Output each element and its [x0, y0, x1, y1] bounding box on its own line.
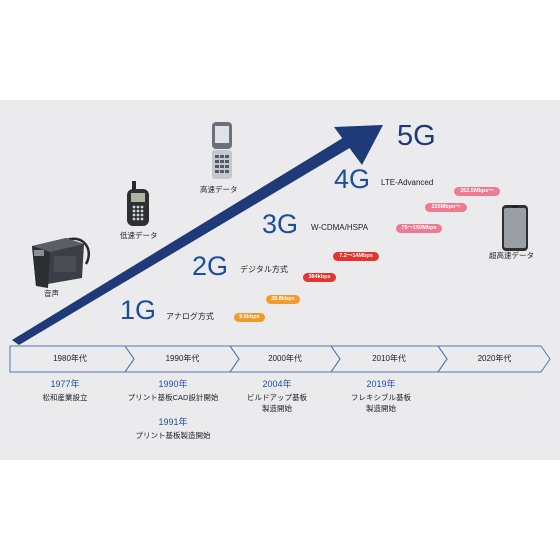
milestone-1990-year: 1990年 — [158, 379, 188, 389]
milestone-2019-year: 2019年 — [366, 379, 396, 389]
generation-3g-tech: W-CDMA/HSPA — [311, 223, 369, 232]
decade-1990: 1990年代 — [165, 354, 200, 363]
milestone-1991-year: 1991年 — [158, 417, 188, 427]
milestone-1977-year: 1977年 — [50, 379, 80, 389]
growth-arrow-shaft — [12, 136, 353, 345]
speed-pill-2g-low: 28.8kbps — [266, 295, 300, 304]
milestone-2004-year: 2004年 — [262, 379, 292, 389]
generation-2g-tech: デジタル方式 — [240, 265, 288, 274]
device-label-low-speed: 低速データ — [120, 231, 158, 240]
generation-3g: 3G — [262, 209, 299, 239]
growth-arrow-head — [334, 125, 383, 165]
shoulder-phone-icon — [32, 237, 91, 288]
device-label-voice: 音声 — [44, 289, 59, 298]
generation-5g: 5G — [397, 120, 436, 152]
speed-pill-1g: 9.6kbps — [234, 313, 265, 322]
feature-phone-icon — [127, 181, 149, 226]
generation-2g: 2G — [192, 251, 229, 281]
generation-4g: 4G — [334, 164, 371, 194]
decade-2000: 2000年代 — [268, 354, 302, 363]
flip-phone-icon — [212, 122, 232, 179]
speed-pill-3g-high: 75〜150Mbps — [396, 224, 442, 233]
speed-pill-2g-high: 384kbps — [303, 273, 336, 282]
decade-chevron-2020 — [437, 345, 551, 373]
generation-1g-tech: アナログ方式 — [166, 312, 214, 321]
speed-pill-4g-low: 225Mbps〜 — [425, 203, 467, 212]
speed-pill-3g-low: 7.2〜14Mbps — [333, 252, 379, 261]
decade-1980: 1980年代 — [53, 354, 87, 363]
milestone-1977-text: 松和産業設立 — [42, 393, 88, 402]
device-label-high-speed: 高速データ — [200, 185, 238, 194]
milestone-1990-text: プリント基板CAD設計開始 — [127, 393, 219, 402]
smartphone-icon — [502, 205, 528, 251]
generation-1g: 1G — [120, 295, 157, 325]
device-label-ultra-high-speed: 超高速データ — [489, 251, 534, 260]
decade-2010: 2010年代 — [372, 354, 406, 363]
milestone-2019-text: フレキシブル基板 製造開始 — [351, 393, 411, 413]
milestone-1991-text: プリント基板製造開始 — [135, 431, 211, 440]
generation-4g-tech: LTE-Advanced — [381, 178, 434, 187]
speed-pill-4g-high: 262.5Mbps〜 — [454, 187, 500, 196]
decade-2020: 2020年代 — [477, 354, 512, 363]
timeline-background — [0, 100, 560, 460]
milestone-2004-text: ビルドアップ基板 製造開始 — [247, 393, 307, 413]
